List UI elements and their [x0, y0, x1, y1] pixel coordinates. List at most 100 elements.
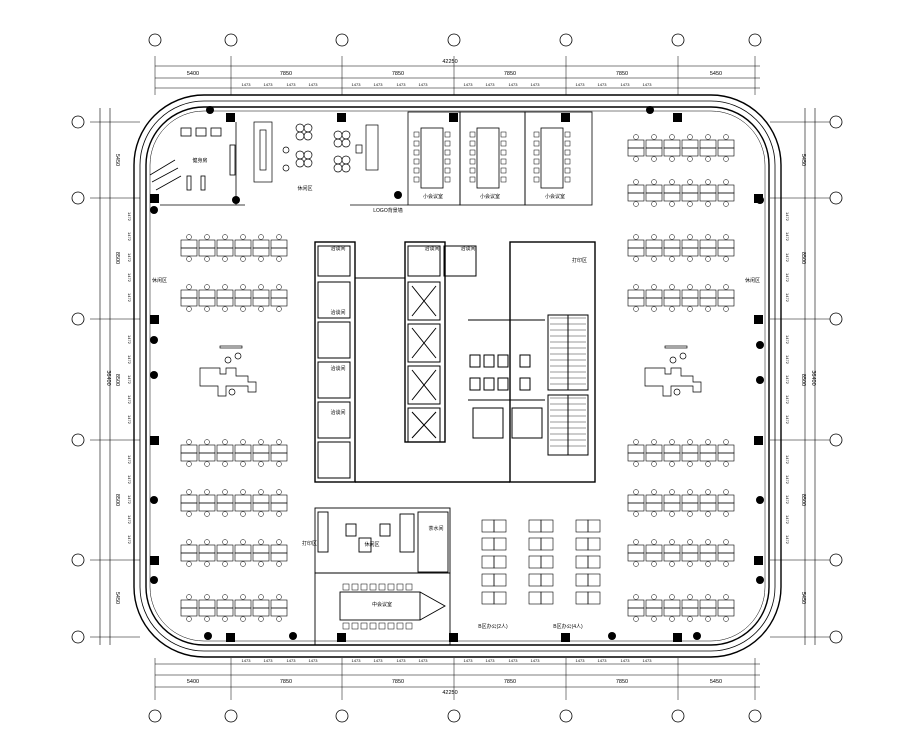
- chair: [186, 284, 192, 290]
- chair: [204, 511, 210, 517]
- south-service-zone: [314, 507, 451, 646]
- sub-dim-bottom: 1473: [509, 658, 519, 663]
- chair: [186, 234, 192, 240]
- chair: [351, 622, 359, 630]
- desk: [663, 544, 681, 554]
- chair: [705, 511, 711, 517]
- sub-dim-left: 1472: [127, 455, 132, 465]
- left-dim-2: 8500: [114, 252, 120, 264]
- building-core: [314, 241, 596, 483]
- chair: [669, 256, 675, 262]
- sub-dim-top: 1473: [531, 82, 541, 87]
- chair: [633, 489, 639, 495]
- desk: [198, 297, 216, 307]
- desk: [528, 537, 542, 551]
- desk: [180, 599, 198, 609]
- chair: [651, 539, 657, 545]
- desk: [270, 239, 288, 249]
- desk: [717, 607, 735, 617]
- desk: [699, 184, 717, 194]
- plant-pot: [756, 196, 764, 204]
- desk: [663, 444, 681, 454]
- chair: [651, 489, 657, 495]
- chair: [500, 149, 507, 156]
- chair: [413, 167, 420, 174]
- chair: [533, 158, 540, 165]
- chair: [633, 201, 639, 207]
- desk: [252, 599, 270, 609]
- desk: [699, 452, 717, 462]
- desk: [216, 247, 234, 257]
- desk: [681, 552, 699, 562]
- sub-dim-bottom: 1473: [352, 658, 362, 663]
- chair: [687, 539, 693, 545]
- desk: [645, 139, 663, 149]
- chair: [564, 131, 571, 138]
- desk: [216, 239, 234, 249]
- bottom-dim-5: 7850: [616, 679, 628, 685]
- desk: [198, 544, 216, 554]
- desk: [180, 502, 198, 512]
- chair: [687, 134, 693, 140]
- chair: [500, 167, 507, 174]
- chair: [469, 167, 476, 174]
- chair: [705, 539, 711, 545]
- desk: [198, 494, 216, 504]
- chair: [204, 439, 210, 445]
- desk: [528, 591, 542, 605]
- desk: [645, 247, 663, 257]
- sub-dim-top: 1473: [287, 82, 297, 87]
- desk: [180, 289, 198, 299]
- chair: [469, 176, 476, 183]
- chair: [258, 306, 264, 312]
- chair: [705, 461, 711, 467]
- rest-area-west: [199, 345, 257, 397]
- chair: [413, 131, 420, 138]
- chair: [204, 561, 210, 567]
- chair: [276, 234, 282, 240]
- desk: [198, 289, 216, 299]
- desk: [252, 239, 270, 249]
- chair: [240, 511, 246, 517]
- chair: [687, 179, 693, 185]
- desk: [699, 239, 717, 249]
- left-dim-3: 8500: [114, 374, 120, 386]
- chair: [405, 583, 413, 591]
- desk: [198, 599, 216, 609]
- desk: [540, 537, 554, 551]
- desk: [717, 247, 735, 257]
- desk: [627, 452, 645, 462]
- desk: [645, 544, 663, 554]
- chair: [276, 439, 282, 445]
- chair: [633, 539, 639, 545]
- chair: [222, 489, 228, 495]
- chair: [723, 594, 729, 600]
- chair: [369, 622, 377, 630]
- desk: [699, 297, 717, 307]
- desk: [540, 573, 554, 587]
- desk: [270, 247, 288, 257]
- desk: [540, 519, 554, 533]
- desk: [645, 552, 663, 562]
- plant-pot: [693, 632, 701, 640]
- chair: [669, 616, 675, 622]
- desk: [681, 139, 699, 149]
- chair: [723, 134, 729, 140]
- sub-dim-bottom: 1473: [486, 658, 496, 663]
- chair: [387, 622, 395, 630]
- bottom-dim-4: 7850: [504, 679, 516, 685]
- chair: [204, 539, 210, 545]
- desk: [198, 239, 216, 249]
- desk: [717, 297, 735, 307]
- chair: [276, 284, 282, 290]
- chair: [669, 561, 675, 567]
- desk: [216, 502, 234, 512]
- desk: [717, 139, 735, 149]
- chair: [444, 158, 451, 165]
- sub-dim-left: 1472: [127, 515, 132, 525]
- chair: [186, 489, 192, 495]
- chair: [669, 179, 675, 185]
- desk: [663, 247, 681, 257]
- chair: [723, 489, 729, 495]
